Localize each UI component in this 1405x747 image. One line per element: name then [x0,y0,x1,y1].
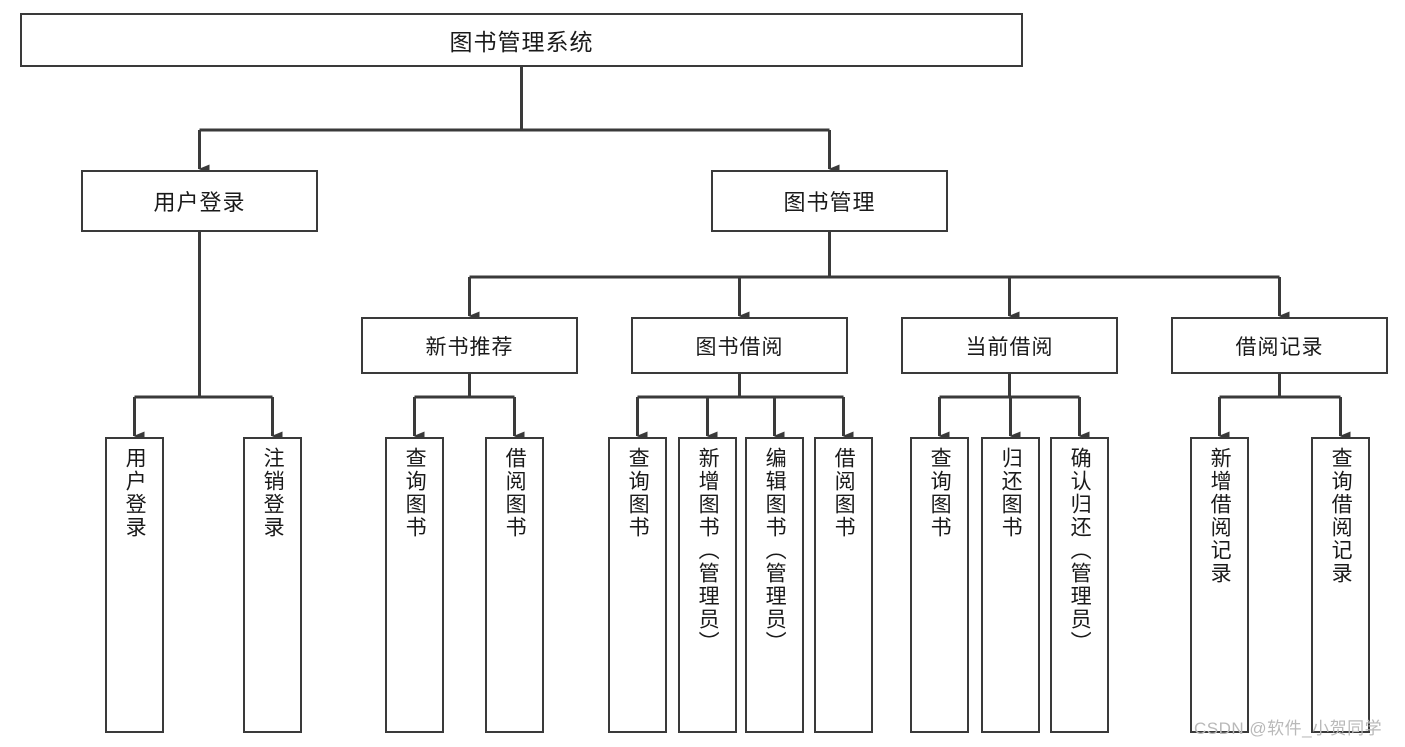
node-leaf-user-logout-label: 注销登录 [261,447,285,539]
node-borrow-record[interactable]: 借阅记录 [1171,317,1388,374]
node-root[interactable]: 图书管理系统 [20,13,1023,67]
node-leaf-return-book[interactable]: 归还图书 [981,437,1040,733]
node-leaf-borrow-book-2-label: 借阅图书 [832,447,856,539]
node-leaf-add-record[interactable]: 新增借阅记录 [1190,437,1249,733]
node-new-book-rec[interactable]: 新书推荐 [361,317,578,374]
node-leaf-query-book-1[interactable]: 查询图书 [385,437,444,733]
node-leaf-add-book-label: 新增图书（管理员） [696,447,720,654]
node-leaf-query-book-2[interactable]: 查询图书 [608,437,667,733]
node-leaf-edit-book-label: 编辑图书（管理员） [763,447,787,654]
node-leaf-query-book-3-label: 查询图书 [928,447,952,539]
node-current-borrow[interactable]: 当前借阅 [901,317,1118,374]
node-leaf-confirm-return-label: 确认归还（管理员） [1068,447,1092,654]
node-leaf-confirm-return[interactable]: 确认归还（管理员） [1050,437,1109,733]
node-leaf-add-record-label: 新增借阅记录 [1208,447,1232,585]
node-leaf-edit-book[interactable]: 编辑图书（管理员） [745,437,804,733]
node-leaf-user-logout[interactable]: 注销登录 [243,437,302,733]
node-book-manage[interactable]: 图书管理 [711,170,948,232]
node-leaf-user-login[interactable]: 用户登录 [105,437,164,733]
node-new-book-rec-label: 新书推荐 [425,335,514,359]
node-leaf-borrow-book-2[interactable]: 借阅图书 [814,437,873,733]
node-user-login-label: 用户登录 [153,190,246,215]
node-book-manage-label: 图书管理 [783,190,876,215]
node-leaf-borrow-book-1-label: 借阅图书 [503,447,527,539]
node-leaf-user-login-label: 用户登录 [123,447,147,539]
node-leaf-query-book-2-label: 查询图书 [626,447,650,539]
node-leaf-borrow-book-1[interactable]: 借阅图书 [485,437,544,733]
node-user-login[interactable]: 用户登录 [81,170,318,232]
node-leaf-query-book-3[interactable]: 查询图书 [910,437,969,733]
node-leaf-query-record-label: 查询借阅记录 [1329,447,1353,585]
node-current-borrow-label: 当前借阅 [965,335,1054,359]
node-leaf-add-book[interactable]: 新增图书（管理员） [678,437,737,733]
node-leaf-return-book-label: 归还图书 [999,447,1023,539]
node-book-borrow[interactable]: 图书借阅 [631,317,848,374]
node-book-borrow-label: 图书借阅 [695,335,784,359]
node-leaf-query-record[interactable]: 查询借阅记录 [1311,437,1370,733]
node-root-label: 图书管理系统 [449,29,594,55]
node-leaf-query-book-1-label: 查询图书 [403,447,427,539]
node-borrow-record-label: 借阅记录 [1235,335,1324,359]
